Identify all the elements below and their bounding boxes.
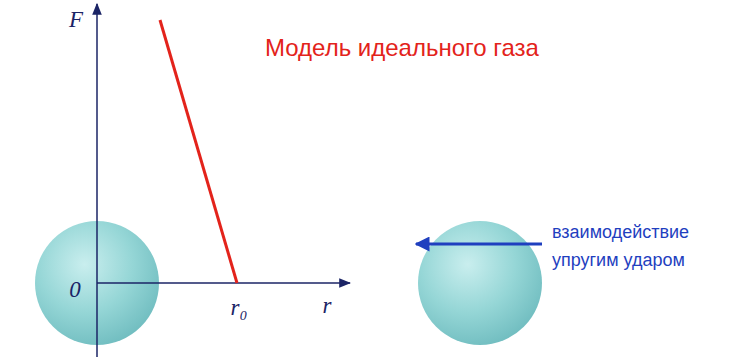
molecule-right: [418, 221, 542, 345]
note-label: взаимодействие упругим ударом: [552, 219, 712, 275]
force-axis: [96, 4, 98, 357]
force-curve: [160, 20, 237, 283]
distance-mark: r₀: [231, 295, 248, 321]
distance-axis: [97, 282, 350, 284]
axis-label: F: [69, 7, 83, 33]
diagram-title: Модель идеального газа: [265, 34, 539, 62]
axis-label: r: [323, 293, 332, 319]
origin-label: 0: [69, 277, 81, 303]
motion-arrow: [416, 243, 542, 246]
